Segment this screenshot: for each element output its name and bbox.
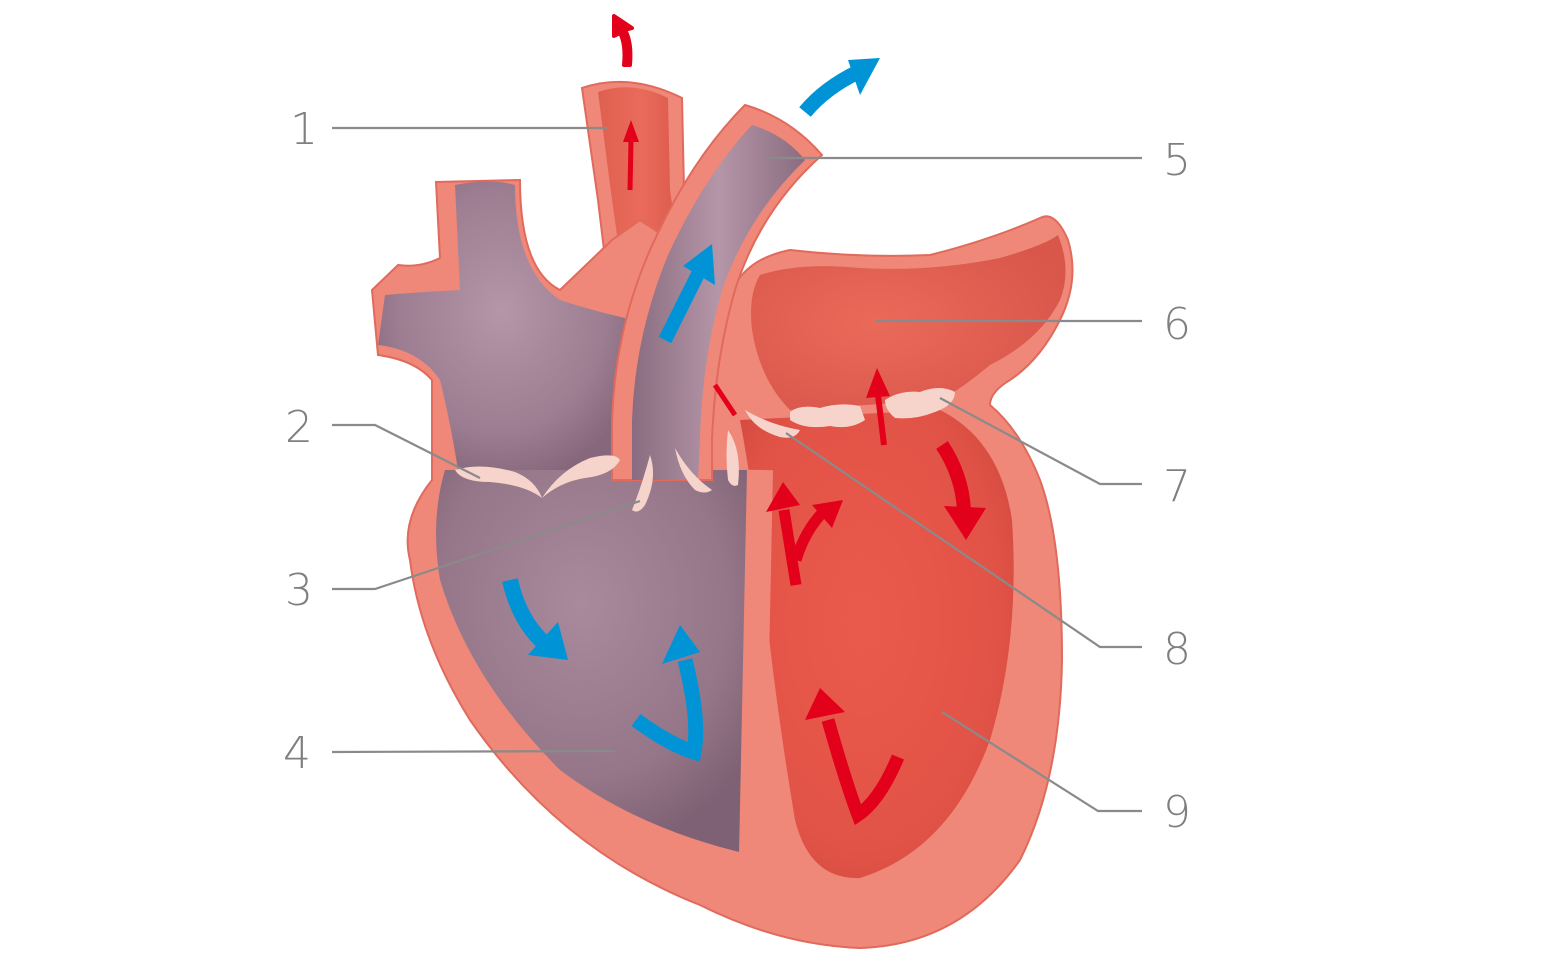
right-ventricle — [436, 470, 760, 855]
arrow-red-aortic-fragment — [712, 383, 738, 417]
leader-line-7 — [939, 397, 1142, 486]
valves — [455, 388, 955, 512]
label-7: 7 — [1163, 461, 1191, 512]
leader-line-3 — [332, 499, 641, 591]
leader-line-2 — [332, 423, 481, 479]
arrow-blue-rv-up — [631, 658, 704, 762]
left-atrium — [751, 235, 1066, 410]
arrow-blue-pulmonary-inner — [658, 266, 707, 344]
arrow-red-lv-up — [821, 718, 904, 826]
label-8: 8 — [1163, 624, 1191, 675]
arrow-red-aorta-exit — [612, 14, 634, 67]
aortic-valve — [726, 430, 739, 486]
leader-line-8 — [785, 432, 1142, 649]
label-9: 9 — [1163, 787, 1191, 838]
label-2: 2 — [285, 402, 313, 453]
arrow-blue-pulmonary-exit — [799, 65, 862, 117]
label-3: 3 — [285, 565, 313, 616]
arrow-red-mitral-up — [875, 394, 887, 446]
label-1: 1 — [290, 104, 318, 155]
label-4: 4 — [283, 728, 311, 779]
pulmonary-artery — [611, 103, 824, 481]
leader-lines — [331, 126, 1142, 813]
leader-line-4 — [331, 749, 616, 754]
mitral-valve — [790, 404, 865, 428]
arrow-red-lv-down — [936, 441, 971, 511]
arrow-red-aorta-inner — [627, 139, 634, 191]
label-6: 6 — [1163, 299, 1191, 350]
septum — [739, 469, 773, 856]
pulmonary-valve — [632, 455, 654, 512]
right-atrium — [378, 181, 625, 470]
blood-flow-arrows — [502, 14, 986, 826]
label-5: 5 — [1163, 135, 1191, 186]
tricuspid-valve — [455, 466, 542, 498]
leader-line-9 — [941, 711, 1142, 813]
